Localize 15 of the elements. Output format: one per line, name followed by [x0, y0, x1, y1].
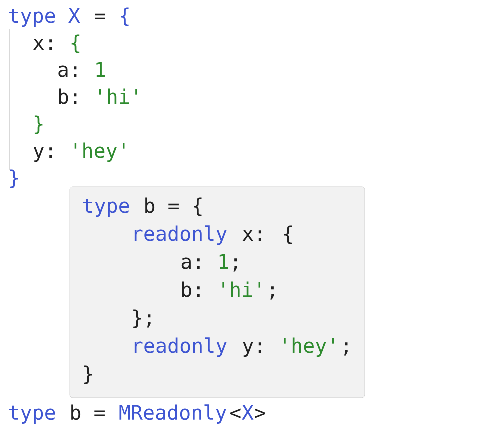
code-text: { — [121, 8, 129, 26]
code-text: y: — [34, 147, 52, 162]
code-text: = — [95, 14, 106, 20]
code-text: type — [10, 406, 56, 424]
code-text: b: — [59, 88, 77, 104]
code-text: 1 — [96, 62, 105, 77]
code-text: { — [72, 34, 80, 54]
code-text: type X — [10, 8, 80, 28]
code-text: 'hi' — [99, 88, 138, 104]
tooltip-box: type b = { readonly x: { a: 1 ; b: 'hi' ; }; readonly y: 'hey' ; } — [70, 186, 366, 398]
code-text: } — [34, 116, 43, 134]
code-text: a: — [58, 66, 77, 78]
code-text: x: — [34, 39, 52, 50]
code-text: 'hey' — [74, 142, 125, 162]
code-text: } — [10, 170, 18, 188]
